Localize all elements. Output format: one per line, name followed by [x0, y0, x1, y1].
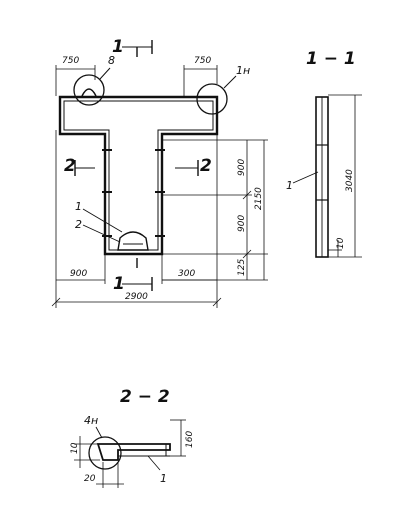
dim-900-upper-label: 900	[237, 159, 247, 176]
dim-right-vertical	[162, 139, 268, 281]
callout-8-label: 8	[108, 54, 115, 67]
dim-900-lower-label: 900	[237, 215, 247, 232]
dim-2150-label: 2150	[254, 187, 264, 210]
leg-stiffeners	[102, 149, 165, 237]
main-view: 1 750 750 8 1н 2 2 1 2 900 300 1 2900 90…	[51, 37, 268, 308]
section-2-2-view: 2 − 2 4н 10 20 160 1	[70, 387, 195, 488]
dim-top-right	[183, 65, 218, 97]
callout-circle-1n	[196, 83, 228, 115]
section-1-1-view: 1 − 1 3040 10 1	[286, 49, 362, 258]
section-2-2-profile	[96, 443, 171, 461]
dim-160-label: 160	[185, 431, 195, 448]
section-2-2-leader-1: 1	[160, 472, 167, 485]
dim-20-label: 20	[84, 474, 96, 484]
dim-10-2-2-label: 10	[70, 442, 80, 454]
dim-10-label: 10	[336, 237, 346, 249]
dim-900-bottom-label: 900	[70, 269, 87, 279]
dim-3040-label: 3040	[345, 169, 355, 192]
dim-2900-label: 2900	[125, 292, 148, 302]
t-frame-inner-outline	[63, 100, 214, 251]
dim-750-left-label: 750	[62, 56, 79, 66]
base-plate-item-2	[117, 231, 149, 251]
callout-4n-label: 4н	[84, 414, 98, 427]
section-mark-2-right: 2	[200, 156, 212, 176]
leader-1-label: 1	[75, 200, 82, 213]
section-1-1-leader-1: 1	[286, 179, 293, 192]
section-cut-2-2	[74, 160, 199, 176]
t-frame-outline	[58, 95, 219, 256]
section-mark-top: 1	[112, 37, 124, 57]
dim-3040	[328, 94, 362, 258]
dim-125-label: 125	[237, 259, 247, 276]
dim-top-left	[55, 65, 96, 96]
section-cut-1-1	[122, 40, 153, 291]
leader-2-label: 2	[75, 218, 82, 231]
callout-circle-8	[73, 74, 105, 106]
callout-circle-4n	[88, 436, 122, 470]
dim-2-2-lines	[74, 419, 186, 488]
section-mark-bottom: 1	[113, 274, 125, 294]
section-mark-2-left: 2	[64, 156, 76, 176]
dim-300-bottom-label: 300	[178, 269, 195, 279]
section-2-2-title: 2 − 2	[120, 387, 170, 407]
callout-1n-label: 1н	[236, 64, 250, 77]
dim-750-right-label: 750	[194, 56, 211, 66]
section-1-1-title: 1 − 1	[306, 49, 356, 69]
